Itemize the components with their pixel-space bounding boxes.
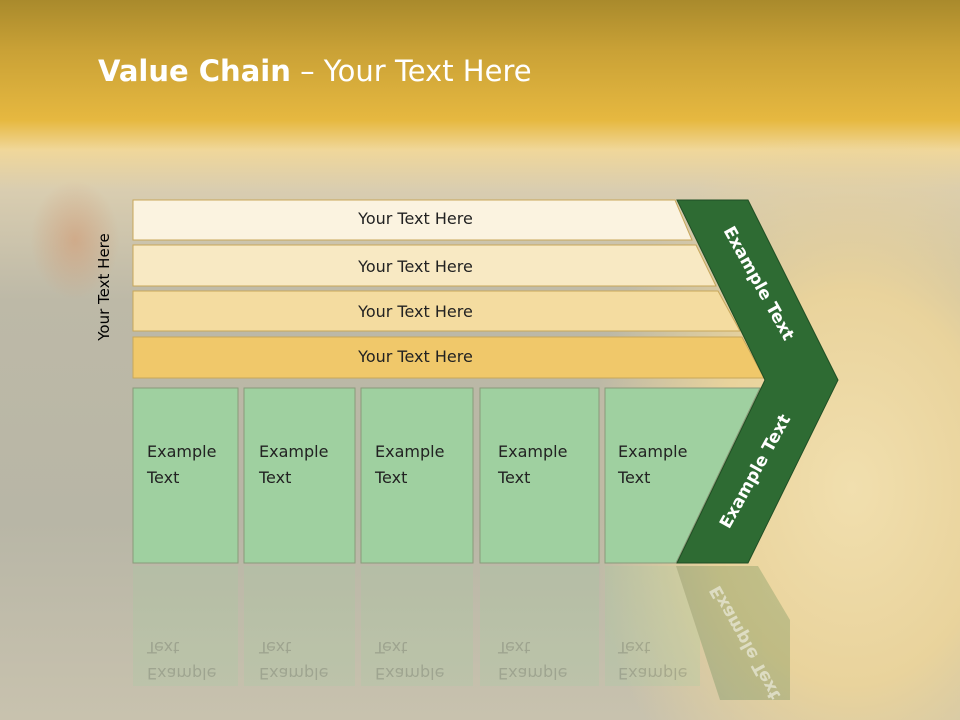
title-rest: – Your Text Here — [290, 54, 532, 88]
band-3 — [132, 290, 741, 332]
box-reflection-label-5-line1: Example — [618, 664, 688, 683]
box-reflection-label-5: Example Text — [618, 634, 687, 686]
box-1 — [132, 387, 239, 564]
box-label-5-line2: Text — [618, 468, 651, 487]
box-reflection-5 — [605, 566, 700, 686]
box-reflection-label-4-line1: Example — [498, 664, 568, 683]
box-reflection-label-3-line2: Text — [375, 638, 408, 657]
box-reflection-label-5-line2: Text — [618, 638, 651, 657]
band-label-3: Your Text Here — [358, 302, 473, 321]
box-reflection-label-3: Example Text — [375, 634, 444, 686]
box-reflection-2 — [244, 566, 355, 686]
box-label-1-line2: Text — [147, 468, 180, 487]
box-reflection-3 — [361, 566, 473, 686]
chevron-arrow — [676, 199, 839, 564]
box-label-4-line1: Example — [498, 442, 568, 461]
band-1 — [132, 199, 693, 241]
box-3 — [360, 387, 474, 564]
box-4 — [479, 387, 600, 564]
chevron-reflection — [676, 566, 790, 700]
box-reflection-label-2-line2: Text — [259, 638, 292, 657]
box-label-1-line1: Example — [147, 442, 217, 461]
box-reflection-label-4: Example Text — [498, 634, 567, 686]
box-reflection-label-2-line1: Example — [259, 664, 329, 683]
band-label-1: Your Text Here — [358, 209, 473, 228]
reflection-group — [133, 566, 790, 700]
slide-title: Value Chain – Your Text Here — [98, 54, 532, 88]
box-label-5-line1: Example — [618, 442, 688, 461]
box-label-3-line1: Example — [375, 442, 445, 461]
box-reflection-label-4-line2: Text — [498, 638, 531, 657]
box-label-3-line2: Text — [375, 468, 408, 487]
background-hand — [30, 180, 120, 300]
box-reflection-label-3-line1: Example — [375, 664, 445, 683]
box-label-4-line2: Text — [498, 468, 531, 487]
band-label-4: Your Text Here — [358, 347, 473, 366]
title-bold: Value Chain — [98, 54, 291, 88]
band-2 — [132, 244, 717, 287]
box-reflection-label-1-line2: Text — [147, 638, 180, 657]
box-2 — [243, 387, 356, 564]
box-reflection-label-1-line1: Example — [147, 664, 217, 683]
box-reflection-4 — [480, 566, 599, 686]
band-label-2: Your Text Here — [358, 257, 473, 276]
box-reflection-label-2: Example Text — [259, 634, 328, 686]
box-reflection-label-1: Example Text — [147, 634, 216, 686]
box-5 — [604, 387, 761, 564]
box-label-2-line1: Example — [259, 442, 329, 461]
box-reflection-1 — [133, 566, 238, 686]
box-label-2-line2: Text — [259, 468, 292, 487]
